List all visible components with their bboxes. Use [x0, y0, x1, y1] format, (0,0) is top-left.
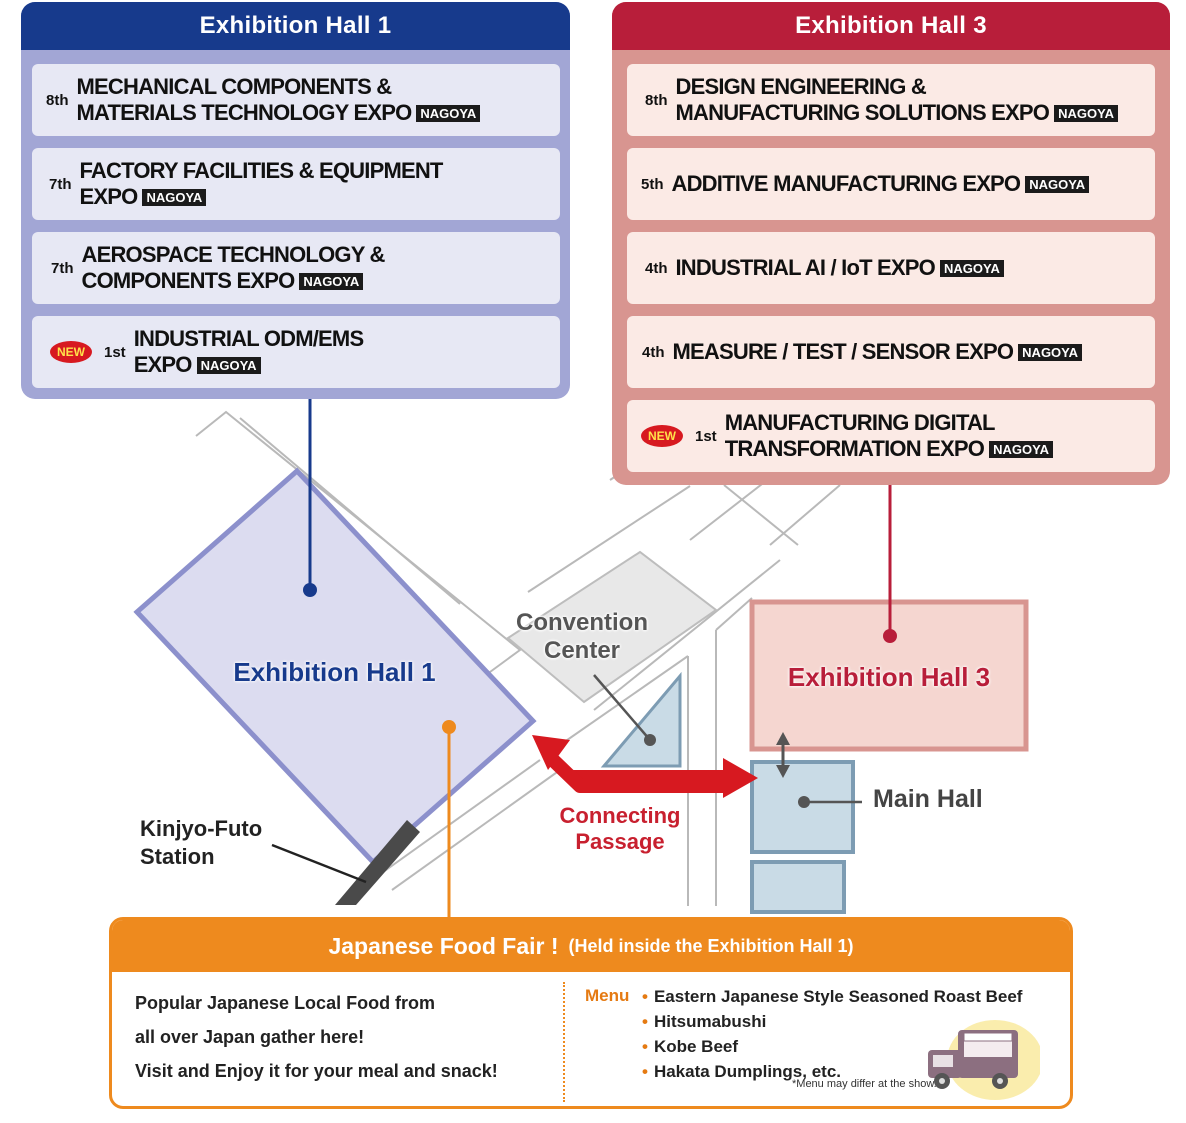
food-truck-icon [928, 1020, 1040, 1100]
nagoya-tag: NAGOYA [196, 357, 261, 374]
expo-item[interactable]: 7th AEROSPACE TECHNOLOGY & COMPONENTS EX… [32, 232, 560, 304]
menu-item: Hakata Dumplings, etc. [642, 1059, 1022, 1084]
nagoya-tag: NAGOYA [142, 189, 207, 206]
nagoya-tag: NAGOYA [416, 105, 481, 122]
leader-lines [271, 398, 897, 920]
nagoya-tag: NAGOYA [1018, 344, 1083, 361]
food-fair-header: Japanese Food Fair ! (Held inside the Ex… [112, 920, 1070, 972]
menu-item: Eastern Japanese Style Seasoned Roast Be… [642, 984, 1023, 1009]
food-fair-subtitle: (Held inside the Exhibition Hall 1) [568, 935, 854, 956]
expo-edition: 1st [104, 343, 126, 361]
expo-edition: 5th [641, 175, 664, 193]
menu-note: *Menu may differ at the show. [792, 1078, 937, 1090]
new-badge: NEW [50, 341, 92, 363]
convention-center-label: Convention Center [516, 609, 648, 664]
menu-item: Hitsumabushi [642, 1009, 1022, 1034]
expo-item[interactable]: NEW 1st MANUFACTURING DIGITAL TRANSFORMA… [627, 400, 1155, 472]
convention-center-building[interactable] [506, 550, 718, 704]
nagoya-tag: NAGOYA [1025, 176, 1090, 193]
nagoya-tag: NAGOYA [940, 260, 1004, 277]
expo-edition: 1st [695, 427, 717, 445]
nagoya-tag: NAGOYA [989, 441, 1053, 458]
menu-label: Menu [585, 986, 630, 1005]
food-fair-title: Japanese Food Fair ! [328, 932, 559, 959]
hall3-panel-title: Exhibition Hall 3 [612, 2, 1170, 50]
expo-edition: 7th [49, 175, 72, 193]
main-hall-annex[interactable] [750, 860, 846, 914]
food-fair-intro: Popular Japanese Local Food from all ove… [135, 993, 498, 1081]
menu-list: Eastern Japanese Style Seasoned Roast Be… [642, 984, 1023, 1084]
main-hall-label: Main Hall [873, 785, 983, 813]
expo-item[interactable]: 8th DESIGN ENGINEERING & MANUFACTURING S… [627, 64, 1155, 136]
station-platform[interactable] [335, 820, 420, 905]
nagoya-tag: NAGOYA [299, 273, 364, 290]
menu-item: Kobe Beef [642, 1034, 1022, 1059]
expo-edition: 7th [51, 259, 74, 277]
station-label: Kinjyo-Futo Station [140, 816, 263, 869]
nagoya-tag: NAGOYA [1054, 105, 1118, 122]
hall3-map-label: Exhibition Hall 3 [787, 662, 991, 692]
expo-edition: 4th [645, 259, 668, 277]
expo-name: MANUFACTURING DIGITAL TRANSFORMATION EXP… [725, 410, 1053, 462]
expo-edition: 8th [46, 91, 69, 109]
hall1-expo-panel: Exhibition Hall 1 8th MECHANICAL COMPONE… [21, 2, 570, 399]
hall1-panel-title: Exhibition Hall 1 [21, 2, 570, 50]
expo-name: MECHANICAL COMPONENTS & MATERIALS TECHNO… [77, 74, 481, 126]
connecting-passage-arrow [532, 732, 758, 798]
hall1-map-label: Exhibition Hall 1 [233, 657, 436, 687]
hall3-mainhall-arrow [776, 732, 790, 778]
new-badge: NEW [641, 425, 683, 447]
connecting-passage-label: Connecting Passage [559, 803, 681, 854]
expo-item[interactable]: 8th MECHANICAL COMPONENTS & MATERIALS TE… [32, 64, 560, 136]
convention-center-annex[interactable] [600, 671, 682, 768]
expo-edition: 8th [645, 91, 668, 109]
hall1-building[interactable] [133, 467, 537, 866]
food-fair-panel: Japanese Food Fair ! (Held inside the Ex… [109, 917, 1073, 1109]
hall3-expo-panel: Exhibition Hall 3 8th DESIGN ENGINEERING… [612, 2, 1170, 485]
food-fair-divider [563, 982, 565, 1102]
expo-edition: 4th [642, 343, 665, 361]
expo-name: DESIGN ENGINEERING & MANUFACTURING SOLUT… [676, 74, 1118, 126]
